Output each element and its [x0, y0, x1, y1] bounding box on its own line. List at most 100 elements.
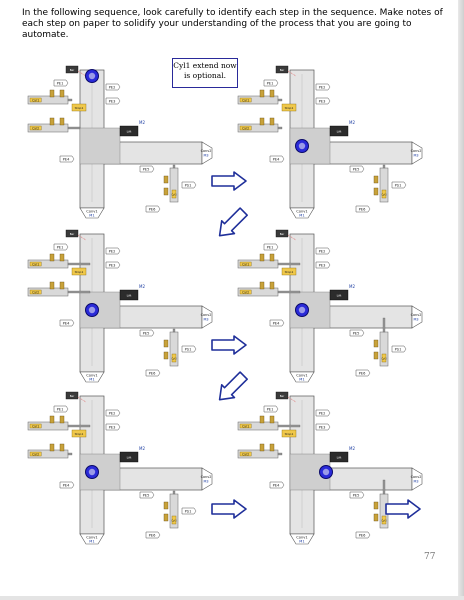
conveyor-2-label: Conv2: [411, 475, 422, 479]
pe5: PE5: [143, 494, 150, 498]
pe5: PE5: [353, 332, 360, 336]
pe3-tag: [105, 97, 121, 105]
pe2-tag: [315, 247, 331, 255]
conveyor-2-label: Conv2: [201, 313, 212, 317]
cylinder-1-sensor-b: [269, 415, 275, 424]
conveyor-1-tip: [289, 207, 315, 219]
ps1: PS1: [185, 510, 192, 514]
stopper-label: Stop1: [75, 270, 84, 274]
pe4-tag: [269, 319, 285, 327]
cylinder-2-sensor-a: [259, 281, 265, 290]
pe6-tag: [355, 531, 371, 539]
pe2-tag: [105, 247, 121, 255]
barcode-beam: [77, 70, 87, 77]
stopper-label: Stop1: [285, 106, 294, 110]
cylinder-2-sensor-b: [269, 443, 275, 452]
pe2-tag: [105, 83, 121, 91]
barcode-scanner-label: Bar: [70, 68, 75, 72]
pe1-tag: [263, 79, 279, 87]
conveyor-2-tip: [411, 305, 423, 329]
ps1-tag: [181, 507, 197, 515]
cylinder-1-sensor-a: [49, 415, 55, 424]
motor-2-unit-label: Lift: [127, 456, 133, 460]
pe1-tag: [53, 243, 69, 251]
motor-2-unit-label: Lift: [337, 456, 343, 460]
pe4-tag: [269, 155, 285, 163]
pe3: PE3: [319, 264, 326, 268]
barcode-scanner-label: Bar: [280, 394, 285, 398]
barcode-scanner-label: Bar: [280, 232, 285, 236]
conveyor-2-tip: [201, 141, 213, 165]
conveyor-1-label: Conv1: [86, 210, 97, 214]
workpiece-center: [298, 142, 306, 150]
cylinder-1-label: Cyl1: [242, 98, 249, 102]
pe5-tag: [349, 491, 365, 499]
conveyor-2-tip: [201, 467, 213, 491]
conveyor-2-label: Conv2: [411, 313, 422, 317]
pe4-tag: [59, 155, 75, 163]
barcode-scanner: [65, 391, 79, 400]
motor-2: [119, 125, 139, 137]
conveyor-1-motor-label: M1: [299, 214, 304, 218]
conveyor-1-label: Conv1: [86, 536, 97, 540]
ps1-tag: [181, 181, 197, 189]
cylinder-3-sensor-a: [163, 501, 169, 510]
page-bottom-edge: [0, 596, 464, 600]
cylinder-2-label-plate: [239, 451, 252, 457]
arrow-down-left-2: [218, 371, 248, 401]
pe3-tag: [315, 423, 331, 431]
stopper: [281, 429, 297, 438]
motor-2-unit-label: Lift: [337, 294, 343, 298]
cylinder-3-sensor-b: [163, 513, 169, 522]
arrow-down-left-2-shape: [218, 371, 248, 401]
stopper-label: Stop1: [285, 270, 294, 274]
cylinder-2-label: Cyl2: [32, 452, 39, 456]
cylinder-2-sensor-b: [59, 117, 65, 126]
cylinder-1-sensor-b: [59, 415, 65, 424]
conveyor-1-motor-label: M1: [89, 214, 94, 218]
pe2: PE2: [319, 250, 326, 254]
conveyor-1-motor-label: M1: [89, 540, 94, 544]
cylinder-1-sensor-a: [259, 253, 265, 262]
arrow-right-4: [385, 499, 421, 519]
cylinder-3-sensor-a: [373, 501, 379, 510]
barcode-scanner-label: Bar: [280, 68, 285, 72]
sequence-step-diagram: Conv1M1Conv2M3BarPE1Cyl1PE2PE3Stop1Cyl2L…: [237, 229, 423, 383]
cylinder-2-label: Cyl2: [242, 290, 249, 294]
cylinder-1-sensor-b: [59, 253, 65, 262]
pe4: PE4: [63, 484, 70, 488]
cylinder-2-label-plate: [29, 289, 42, 295]
pe6-tag: [145, 205, 161, 213]
stopper: [281, 103, 297, 112]
cylinder-3-label-plate: [381, 189, 387, 199]
conveyor-1-tip: [289, 533, 315, 545]
cylinder-2-sensor-b: [59, 443, 65, 452]
workpiece-center: [88, 468, 96, 476]
cylinder-1-label: Cyl1: [32, 98, 39, 102]
cylinder-1-sensor-a: [49, 89, 55, 98]
motor-2: [119, 289, 139, 301]
pe5-tag: [139, 491, 155, 499]
conveyor-2-tip: [411, 467, 423, 491]
barcode-scanner-label: Bar: [70, 394, 75, 398]
cylinder-3-sensor-b: [163, 351, 169, 360]
cylinder-3-label-plate: [171, 515, 177, 525]
pe6: PE6: [149, 534, 156, 538]
conveyor-1-tip: [79, 371, 105, 383]
ps1: PS1: [395, 348, 402, 352]
pe2: PE2: [109, 250, 116, 254]
cylinder-3-rod: [172, 328, 176, 333]
cylinder-2-rod: [277, 290, 301, 294]
cylinder-3-label: Cyl3: [171, 194, 177, 197]
arrow-right-3: [211, 499, 247, 519]
barcode-scanner-label: Bar: [70, 232, 75, 236]
pe6-tag: [355, 205, 371, 213]
pe6-tag: [145, 531, 161, 539]
conveyor-1-motor-label: M1: [299, 540, 304, 544]
pe3: PE3: [109, 426, 116, 430]
stopper: [71, 429, 87, 438]
conveyor-2-motor-label: M3: [413, 318, 418, 322]
cylinder-1-rod: [277, 98, 283, 102]
conveyor-2-motor-label: M3: [203, 480, 208, 484]
